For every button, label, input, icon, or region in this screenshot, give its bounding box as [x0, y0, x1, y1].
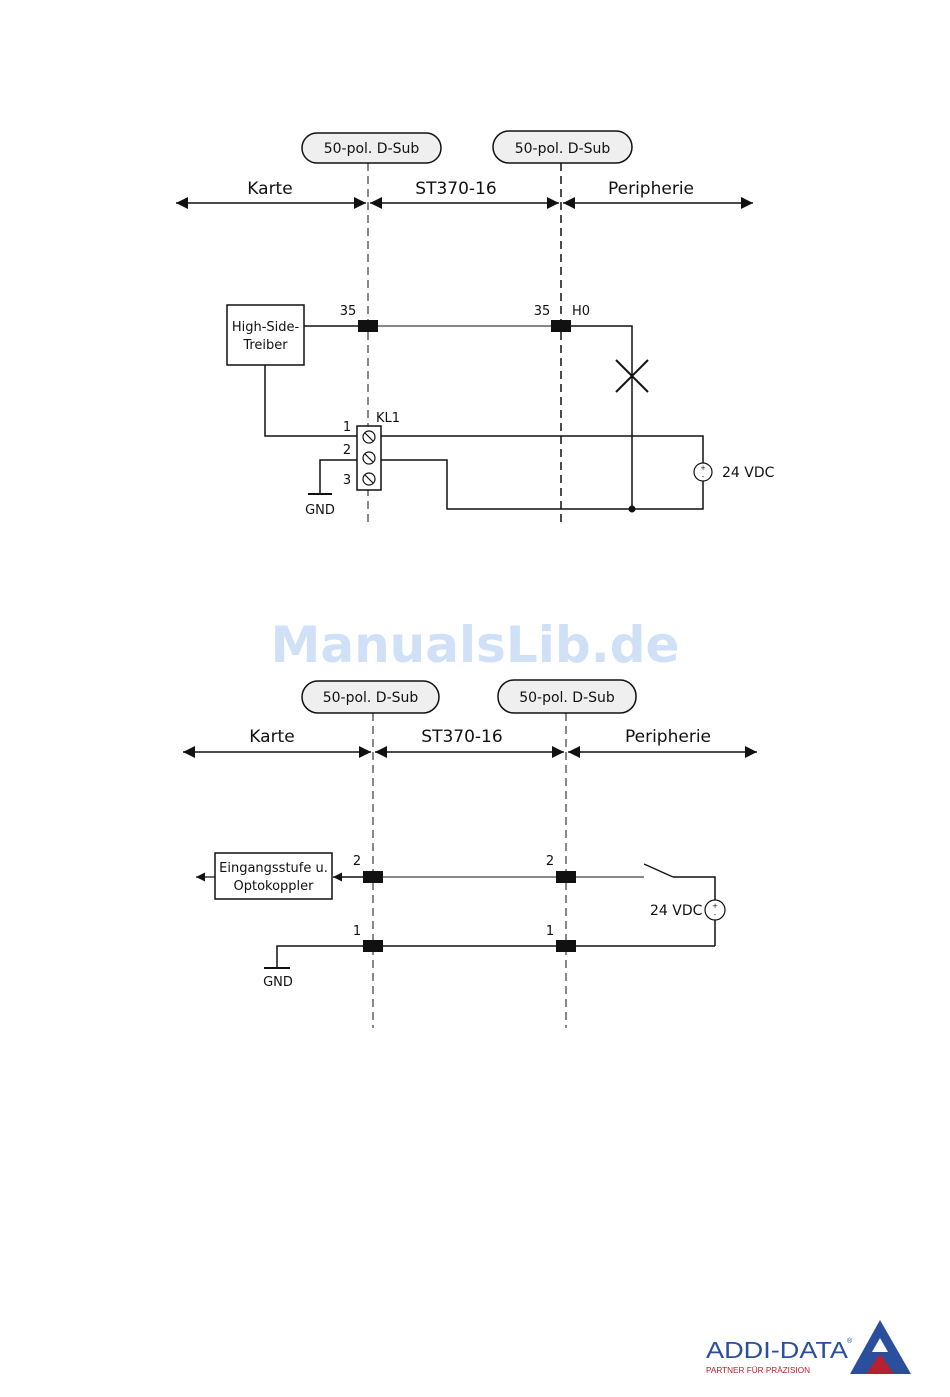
pin-block-right-35	[551, 320, 571, 332]
connector-right-label: 50-pol. D-Sub	[515, 141, 611, 157]
dc-source-icon: + -	[694, 463, 712, 481]
supply-label-1: 24 VDC	[722, 465, 775, 481]
wire-output-h0	[571, 326, 632, 509]
connector-pill-right-2: 50-pol. D-Sub	[498, 680, 636, 713]
zone-label-cable-2: ST370-16	[421, 727, 502, 747]
pin-block-right-2	[556, 871, 576, 883]
driver-label-line2: Treiber	[242, 338, 288, 353]
connector-right-label-2: 50-pol. D-Sub	[519, 690, 615, 706]
connector-pill-left-2: 50-pol. D-Sub	[302, 681, 439, 713]
pin-label-bottom-left: 1	[353, 924, 361, 939]
zone-label-cable: ST370-16	[415, 179, 496, 199]
terminal-label-kl1: KL1	[376, 411, 400, 426]
logo-triangle-icon	[850, 1320, 911, 1374]
svg-text:+: +	[712, 902, 718, 910]
input-stage-box: Eingangsstufe u. Optokoppler	[215, 853, 332, 899]
pin-block-left-1	[363, 940, 383, 952]
terminal-pin-3: 3	[343, 473, 351, 488]
diagram-input-circuit: 50-pol. D-Sub 50-pol. D-Sub Karte ST370-…	[183, 680, 757, 1028]
connector-left-label: 50-pol. D-Sub	[324, 141, 420, 157]
addi-data-logo: ADDI-DATA ® PARTNER FÜR PRÄZISION	[706, 1320, 911, 1375]
pin-label-left: 35	[340, 304, 357, 319]
pin-label-top-right: 2	[546, 854, 554, 869]
pin-label-top-left: 2	[353, 854, 361, 869]
connector-pill-left: 50-pol. D-Sub	[302, 133, 441, 163]
wire-supply-loop	[381, 436, 703, 509]
terminal-pin-1: 1	[343, 420, 351, 435]
input-stage-line2: Optokoppler	[233, 879, 314, 894]
logo-brand: ADDI-DATA	[706, 1337, 849, 1363]
zone-label-peripherie: Peripherie	[608, 179, 694, 199]
junction-dot	[629, 506, 636, 513]
output-label-h0: H0	[572, 304, 590, 319]
wire-gnd-2	[277, 946, 363, 968]
supply-label-2: 24 VDC	[650, 903, 703, 919]
pin-block-right-1	[556, 940, 576, 952]
pin-block-left-35	[358, 320, 378, 332]
logo-registered: ®	[847, 1337, 853, 1345]
zone-label-peripherie-2: Peripherie	[625, 727, 711, 747]
high-side-driver-box: High-Side- Treiber	[227, 305, 304, 365]
driver-label-line1: High-Side-	[232, 320, 300, 335]
dc-source-icon-2: + -	[705, 900, 725, 920]
switch-icon	[644, 864, 673, 877]
gnd-label-2: GND	[263, 975, 293, 990]
gnd-label-1: GND	[305, 503, 335, 518]
diagram-output-circuit: 50-pol. D-Sub 50-pol. D-Sub Karte ST370-…	[176, 131, 775, 525]
terminal-pin-2: 2	[343, 443, 351, 458]
connector-left-label-2: 50-pol. D-Sub	[323, 690, 419, 706]
terminal-block-kl1	[357, 426, 381, 490]
zone-label-karte-2: Karte	[249, 727, 294, 747]
wire-gnd	[320, 460, 357, 494]
svg-text:+: +	[700, 464, 706, 472]
pin-label-right: 35	[534, 304, 551, 319]
pin-block-left-2	[363, 871, 383, 883]
zone-label-karte: Karte	[247, 179, 292, 199]
wire-switch-to-supply	[673, 877, 715, 900]
watermark-text: ManualsLib.de	[271, 616, 680, 674]
connector-pill-right: 50-pol. D-Sub	[493, 131, 632, 163]
input-stage-line1: Eingangsstufe u.	[219, 861, 328, 876]
logo-tagline: PARTNER FÜR PRÄZISION	[706, 1365, 810, 1375]
pin-label-bottom-right: 1	[546, 924, 554, 939]
